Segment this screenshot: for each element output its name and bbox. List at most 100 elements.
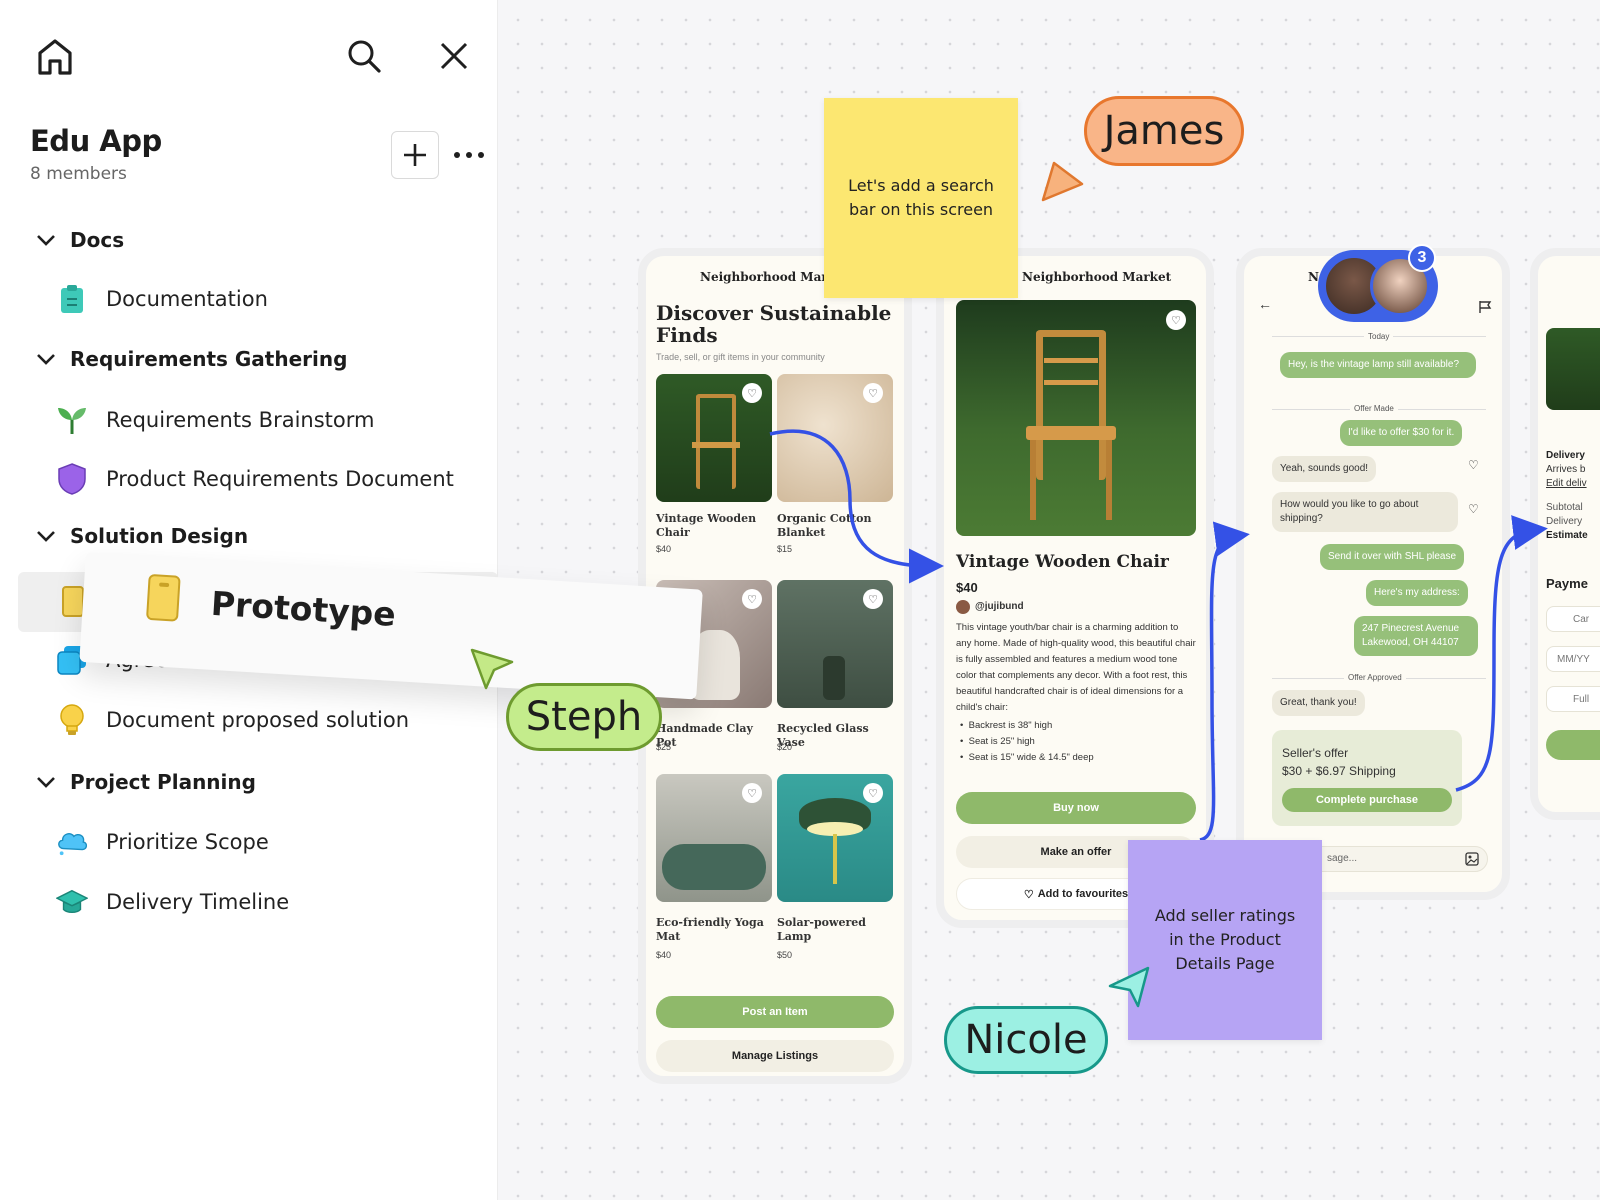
flag-icon[interactable] — [1478, 300, 1492, 314]
product-name: Eco-friendly Yoga Mat — [656, 916, 764, 943]
chat-message: Here's my address: — [1366, 580, 1468, 606]
product-description: This vintage youth/bar chair is a charmi… — [956, 622, 1196, 713]
heart-icon[interactable]: ♡ — [742, 783, 762, 803]
section-solution-design[interactable]: Solution Design — [36, 524, 248, 548]
search-button[interactable] — [344, 36, 384, 76]
chat-message: Send it over with SHL please — [1320, 544, 1465, 570]
home-button[interactable] — [34, 36, 76, 78]
seller-avatar[interactable] — [956, 600, 970, 614]
heart-icon[interactable]: ♡ — [863, 589, 883, 609]
heart-icon[interactable]: ♡ — [1468, 458, 1479, 472]
close-icon — [440, 42, 468, 70]
pay-button[interactable] — [1546, 730, 1600, 760]
section-label: Requirements Gathering — [70, 347, 348, 371]
phone-header: Neighborhood Mar — [700, 270, 828, 284]
cursor-label-steph: Steph — [506, 683, 662, 751]
chat-message: Hey, is the vintage lamp still available… — [1280, 352, 1476, 378]
sticky-note-purple[interactable]: Add seller ratings in the Product Detail… — [1128, 840, 1322, 1040]
chevron-down-icon — [37, 777, 55, 788]
chevron-down-icon — [37, 531, 55, 542]
arrives-label: Arrives b — [1546, 464, 1586, 475]
image-icon[interactable] — [1465, 852, 1479, 866]
product-image[interactable] — [656, 774, 772, 902]
note-icon — [145, 573, 181, 622]
shield-icon — [56, 463, 88, 495]
flow-arrow — [1199, 521, 1250, 842]
sidebar-item-requirements-brainstorm[interactable]: Requirements Brainstorm — [56, 404, 374, 436]
home-subtitle: Trade, sell, or gift items in your commu… — [656, 352, 825, 362]
lightbulb-icon — [56, 704, 88, 736]
product-price: $25 — [656, 742, 672, 752]
section-label: Project Planning — [70, 770, 256, 794]
product-name: Solar-powered Lamp — [777, 916, 866, 943]
phone-header: Neighborhood Market — [1022, 270, 1172, 284]
close-button[interactable] — [436, 38, 472, 74]
product-name: Handmade Clay Pot — [656, 722, 753, 749]
back-arrow-icon[interactable]: ← — [1258, 296, 1272, 312]
phone-home-screen[interactable]: Neighborhood Mar Discover Sustainable Fi… — [638, 248, 912, 1084]
collaborator-avatars[interactable]: 3 — [1318, 244, 1438, 322]
heart-icon[interactable]: ♡ — [1468, 502, 1479, 516]
delivery-label: Delivery — [1546, 450, 1585, 461]
card-input[interactable]: Car — [1546, 606, 1600, 632]
more-button[interactable] — [452, 140, 486, 170]
sidebar-item-document-proposed-solution[interactable]: Document proposed solution — [56, 704, 409, 736]
sidebar-item-product-requirements-document[interactable]: Product Requirements Document — [56, 463, 454, 495]
section-label: Solution Design — [70, 524, 249, 548]
heart-icon[interactable]: ♡ — [742, 589, 762, 609]
avatar[interactable] — [1370, 256, 1430, 316]
complete-purchase-button[interactable]: Complete purchase — [1282, 788, 1452, 812]
chat-message: I'd like to offer $30 for it. — [1340, 420, 1463, 446]
estimate-label: Estimate — [1546, 530, 1588, 541]
full-name-input[interactable]: Full — [1546, 686, 1600, 712]
section-docs[interactable]: Docs — [36, 228, 124, 252]
heart-icon[interactable]: ♡ — [742, 383, 762, 403]
manage-listings-button[interactable]: Manage Listings — [656, 1040, 894, 1072]
more-icon — [454, 152, 484, 158]
heart-icon[interactable]: ♡ — [1166, 310, 1186, 330]
sidebar-item-documentation[interactable]: Documentation — [56, 283, 268, 315]
project-title: Edu App — [30, 124, 162, 158]
heart-icon[interactable]: ♡ — [863, 783, 883, 803]
sprout-icon — [56, 404, 88, 436]
product-price: $50 — [777, 950, 793, 960]
chat-message: Great, thank you! — [1272, 690, 1365, 716]
section-requirements-gathering[interactable]: Requirements Gathering — [36, 347, 347, 371]
search-icon — [348, 40, 381, 73]
add-favourites-label: Add to favourites — [1037, 888, 1129, 900]
cursor-label-nicole: Nicole — [944, 1006, 1108, 1074]
cloud-icon — [56, 826, 88, 858]
post-item-button[interactable]: Post an Item — [656, 996, 894, 1028]
flow-arrow — [769, 429, 944, 584]
chat-message: How would you like to go about shipping? — [1272, 492, 1458, 532]
seller-handle[interactable]: @jujibund — [975, 601, 1024, 612]
product-image[interactable] — [956, 300, 1196, 536]
seller-offer-card: Seller's offer $30 + $6.97 Shipping Comp… — [1272, 730, 1462, 826]
flow-arrow — [1455, 515, 1548, 792]
product-price: $20 — [777, 742, 793, 752]
edit-delivery-link[interactable]: Edit deliv — [1546, 478, 1587, 489]
expiry-input[interactable]: MM/YY — [1546, 646, 1600, 672]
product-name: Vintage Wooden Chair — [656, 512, 757, 539]
sidebar-item-label: Requirements Brainstorm — [106, 408, 375, 432]
heart-icon[interactable]: ♡ — [863, 383, 883, 403]
add-button[interactable] — [391, 131, 439, 179]
section-project-planning[interactable]: Project Planning — [36, 770, 256, 794]
sticky-note-yellow[interactable]: Let's add a search bar on this screen — [824, 98, 1018, 298]
sidebar-item-label: Documentation — [106, 287, 268, 311]
sidebar-item-label: Product Requirements Document — [106, 467, 454, 491]
offer-approved-label: Offer Approved — [1344, 673, 1406, 682]
phone-product-details[interactable]: Neighborhood Market ♡ Vintage Wooden Cha… — [936, 248, 1214, 928]
graduation-cap-icon — [56, 886, 88, 918]
sidebar-item-prioritize-scope[interactable]: Prioritize Scope — [56, 826, 269, 858]
section-label: Docs — [70, 228, 125, 252]
home-icon — [38, 39, 72, 75]
sidebar-item-delivery-timeline[interactable]: Delivery Timeline — [56, 886, 289, 918]
offer-made-label: Offer Made — [1350, 404, 1398, 413]
phone-chat-screen[interactable]: Nei ← Today Hey, is the vintage lamp sti… — [1236, 248, 1510, 900]
buy-now-button[interactable]: Buy now — [956, 792, 1196, 824]
product-name: Organic Cotton Blanket — [777, 512, 872, 539]
cursor-james-icon — [1041, 161, 1084, 202]
product-price: $40 — [656, 544, 672, 554]
